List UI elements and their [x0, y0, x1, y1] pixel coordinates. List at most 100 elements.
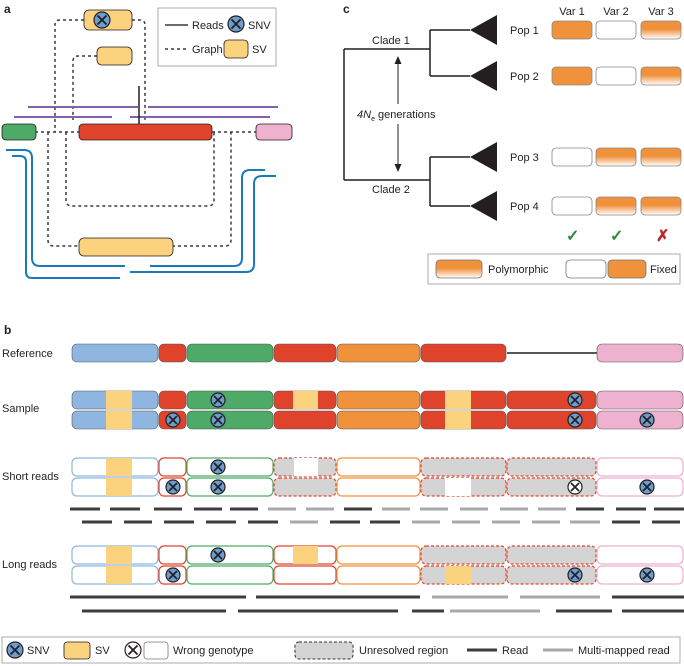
variant-cell-empty — [551, 196, 593, 216]
check-mark-icon: ✓ — [566, 228, 579, 245]
legend-sv-label: SV — [252, 44, 267, 56]
unresolved-region — [506, 477, 597, 497]
tree-clade2 — [344, 156, 470, 207]
snv-icon — [567, 392, 583, 408]
clade1-label: Clade 1 — [372, 35, 410, 47]
graph-path-sv-bottom-right — [172, 132, 232, 247]
read-blue-4 — [130, 175, 276, 273]
snv-icon — [165, 412, 181, 428]
sv-block — [106, 458, 132, 476]
snv-icon — [210, 547, 226, 563]
sv-block — [106, 546, 132, 564]
sv-block — [106, 478, 132, 496]
snv-icon — [165, 567, 181, 583]
bottom-legend: SNV SV Wrong genotype Unresolved region … — [1, 636, 681, 664]
sample-segment — [336, 390, 421, 410]
snv-icon — [210, 459, 226, 475]
sv-block — [445, 566, 471, 584]
legend-reads-label: Reads — [192, 20, 224, 32]
unresolved-region — [420, 545, 507, 565]
unresolved-region — [273, 477, 337, 497]
wrong-genotype-icon — [567, 479, 583, 495]
clade2-label: Clade 2 — [372, 184, 410, 196]
variant-cell-poly — [595, 147, 637, 167]
graph-path-sv-top — [72, 55, 97, 120]
polymorphic-swatch — [435, 259, 483, 279]
sample-segment — [506, 410, 597, 430]
pop-triangles — [470, 15, 497, 221]
legend-graph-label: Graph — [192, 44, 223, 56]
fixed-swatch — [607, 259, 647, 279]
variant-cell-poly — [640, 196, 682, 216]
long-read-segment — [596, 545, 684, 565]
unresolved-swatch — [294, 641, 354, 660]
variant-cell-fixed — [551, 20, 593, 40]
pop4-triangle — [470, 191, 497, 221]
sample-segment — [186, 390, 274, 410]
variant-cell-empty — [551, 147, 593, 167]
reference-segment — [420, 343, 507, 363]
snv-icon — [639, 567, 655, 583]
segment-pink — [255, 123, 293, 141]
reference-segment — [596, 343, 684, 363]
short-read-segment — [336, 477, 421, 497]
snv-icon — [210, 392, 226, 408]
legend-sv-swatch — [223, 39, 249, 59]
wrong-genotype-block — [445, 478, 471, 496]
wrong-genotype-swatch — [143, 641, 169, 660]
generations-label-bg — [355, 104, 441, 124]
panel-a-label: a — [4, 2, 11, 16]
sample-segment — [336, 410, 421, 430]
pop-label: Pop 2 — [510, 71, 539, 83]
row-label-long-reads: Long reads — [2, 559, 58, 571]
panel-b: b Reference Sample Short reads Long read… — [2, 323, 684, 613]
sv-node-top — [96, 46, 133, 66]
var-header: Var 1 — [559, 6, 584, 18]
variant-state-grid — [551, 20, 682, 216]
generations-label: 4Ne generations — [357, 109, 436, 123]
empty-swatch — [565, 259, 607, 279]
bottom-legend-snv: SNV — [27, 645, 50, 657]
variant-cell-empty — [595, 20, 637, 40]
short-read-segment — [186, 477, 274, 497]
read-blue-1 — [6, 149, 125, 267]
snv-icon — [567, 412, 583, 428]
graph-path-sv-bottom-left — [47, 132, 80, 247]
variant-cell-poly — [640, 147, 682, 167]
snv-icon — [567, 567, 583, 583]
graph-path-snv-top-left — [54, 19, 84, 132]
row-label-short-reads: Short reads — [2, 471, 59, 483]
unresolved-region — [506, 457, 597, 477]
blue-reads — [6, 149, 276, 279]
snv-icon — [165, 479, 181, 495]
sv-block — [293, 391, 318, 409]
read-blue-2 — [12, 155, 120, 279]
bottom-legend-read: Read — [502, 645, 528, 657]
variant-cell-poly — [640, 20, 682, 40]
long-read-segment — [186, 565, 274, 585]
legend-snv-icon — [6, 641, 24, 659]
legend-fixed-label: Fixed — [650, 264, 677, 276]
check-mark-icon: ✓ — [610, 228, 623, 245]
panel-a-legend-box — [157, 7, 277, 67]
reference-segment — [186, 343, 274, 363]
sample-segment — [506, 390, 597, 410]
reference-segment — [273, 343, 337, 363]
segment-green — [1, 123, 37, 141]
pop3-triangle — [470, 142, 497, 172]
short-read-segment — [186, 457, 274, 477]
var-header: Var 2 — [603, 6, 628, 18]
reference-segment — [336, 343, 421, 363]
long-read-segment — [336, 545, 421, 565]
bottom-legend-unresolved: Unresolved region — [359, 645, 448, 657]
wrong-genotype-block — [294, 458, 318, 476]
snv-icon — [210, 479, 226, 495]
unresolved-region — [506, 545, 597, 565]
panel-c-label: c — [343, 2, 350, 16]
short-read-segment — [158, 457, 187, 477]
long-read-segment — [336, 565, 421, 585]
long-read-segment — [158, 545, 187, 565]
purple-reads — [14, 106, 278, 118]
wrong-genotype-icon — [124, 641, 142, 659]
panel-a: a — [1, 2, 293, 279]
